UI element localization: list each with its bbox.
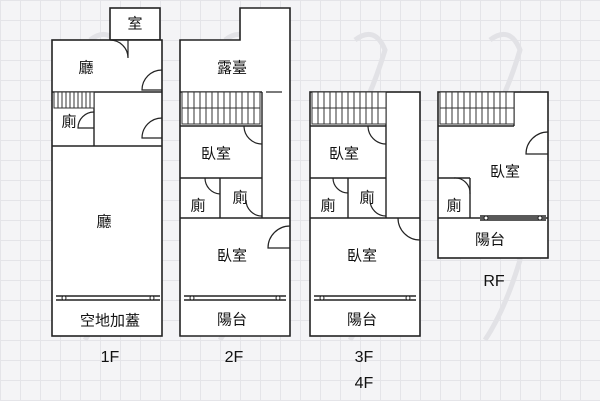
plan-2f: 露臺 臥室 廁 廁 臥室 陽台 2F (179, 7, 291, 366)
door-bedroom-main-3f (397, 217, 421, 241)
door-bath-right-3f (369, 199, 387, 217)
label-room-1f: 室 (127, 15, 142, 33)
label-bath-left-3f: 廁 (320, 197, 335, 215)
door-bedroom-top-2f (243, 125, 263, 145)
label-bath-right-3f: 廁 (359, 189, 374, 207)
window-rf (480, 215, 546, 221)
label-balcony-rf: 陽台 (475, 231, 505, 249)
door-room-1f (109, 39, 129, 59)
floor-label-4f: 4F (355, 375, 374, 392)
label-bath-1f: 廁 (61, 113, 76, 131)
stairs-rf (439, 91, 515, 125)
outline-2f (179, 7, 291, 337)
label-living-top-1f: 廳 (78, 59, 93, 77)
label-balcony-2f: 陽台 (217, 311, 247, 329)
plan-1f: 室 廳 廁 廳 空地加蓋 1F (51, 7, 163, 366)
label-bedroom-top-3f: 臥室 (329, 145, 359, 163)
label-covered-lot-1f: 空地加蓋 (80, 312, 140, 330)
door-bath-1f (77, 111, 95, 129)
door-hall-1f (141, 117, 163, 139)
plan-rf: 臥室 廁 陽台 RF (437, 91, 549, 290)
stairs-2f (181, 91, 261, 125)
floor-label-3f: 3F (355, 349, 374, 366)
door-bath-rf (453, 177, 471, 195)
door-bedroom-rf (525, 131, 549, 155)
door-bath-left-3f (332, 177, 349, 194)
label-bath-rf: 廁 (446, 197, 461, 215)
door-bath-left-2f (204, 177, 221, 195)
stairs-1f (53, 91, 95, 109)
floor-label-1f: 1F (101, 349, 120, 366)
floor-label-2f: 2F (225, 349, 244, 366)
door-bath-right-2f (245, 199, 263, 217)
window-3f-4f (314, 295, 416, 301)
outline-1f (51, 39, 163, 337)
label-bedroom-rf: 臥室 (490, 163, 520, 181)
label-balcony-3f: 陽台 (347, 311, 377, 329)
door-living-1f (141, 69, 163, 91)
window-1f (56, 295, 160, 301)
room-box-1f (109, 7, 161, 41)
label-terrace-2f: 露臺 (217, 59, 247, 77)
stairs-3f-4f (311, 91, 387, 125)
door-bedroom-top-3f (367, 125, 387, 145)
door-bedroom-main-2f (267, 225, 291, 249)
window-2f (184, 295, 286, 301)
label-living-main-1f: 廳 (96, 213, 111, 231)
label-bedroom-main-2f: 臥室 (217, 247, 247, 265)
label-bedroom-main-3f: 臥室 (347, 247, 377, 265)
plan-3f-4f: 臥室 廁 廁 臥室 陽台 3F 4F (309, 91, 421, 392)
label-bedroom-top-2f: 臥室 (201, 145, 231, 163)
label-bath-left-2f: 廁 (190, 197, 205, 215)
label-bath-right-2f: 廁 (232, 189, 247, 207)
floor-label-rf: RF (483, 273, 505, 290)
